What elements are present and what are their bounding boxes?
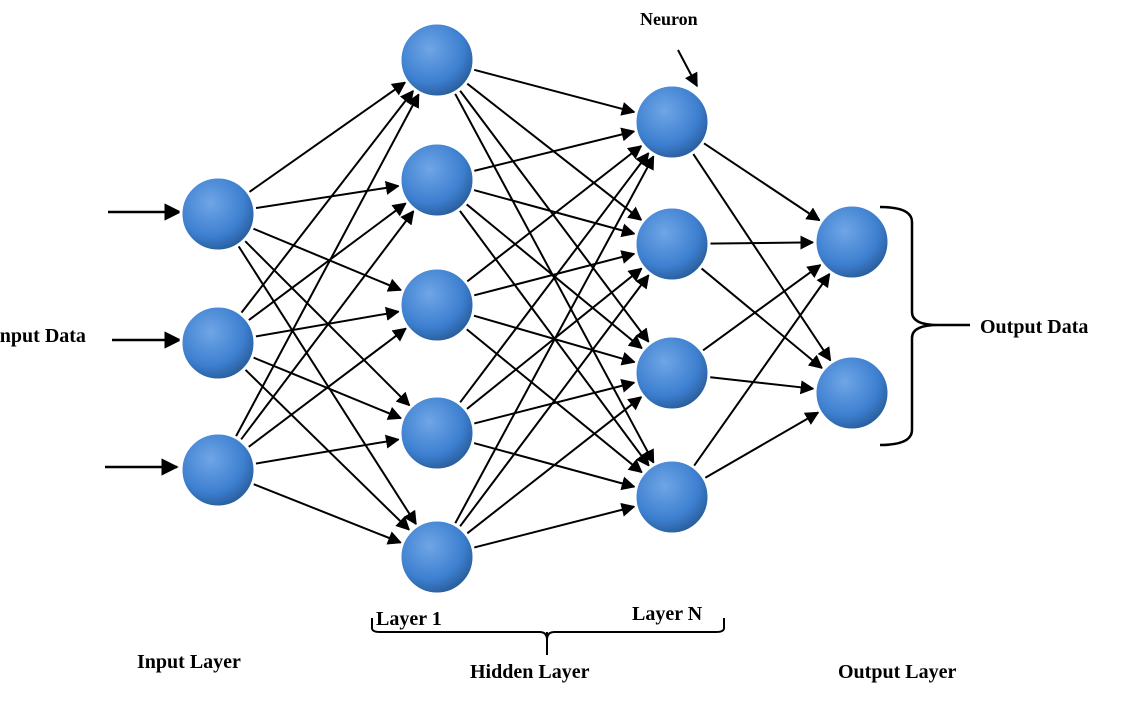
connection-line xyxy=(704,375,815,395)
connection-line xyxy=(240,236,411,407)
connection-line xyxy=(451,155,655,529)
hiddenN-neuron xyxy=(633,458,711,536)
connection-line xyxy=(250,306,400,339)
connection-line xyxy=(250,434,400,466)
neurons xyxy=(179,21,891,596)
connection-line xyxy=(468,67,636,116)
hiddenN-neuron xyxy=(633,83,711,161)
connection-line xyxy=(248,481,403,545)
input-neuron xyxy=(179,304,257,382)
input-layer-label: Input Layer xyxy=(137,651,241,673)
output-layer-label: Output Layer xyxy=(838,661,956,683)
connection-line xyxy=(250,180,400,210)
connection-line xyxy=(468,127,636,174)
connection-line xyxy=(468,313,636,366)
hidden1-neuron xyxy=(398,21,476,99)
hidden1-neuron xyxy=(398,518,476,596)
connection-line xyxy=(234,241,417,526)
output-neuron xyxy=(813,203,891,281)
connection-line xyxy=(243,202,407,325)
connection-line xyxy=(689,148,832,362)
hidden-layer-label: Hidden Layer xyxy=(470,661,590,683)
connection-line xyxy=(690,272,831,471)
connection-line xyxy=(237,210,415,445)
connection-line xyxy=(698,139,821,222)
connection-line xyxy=(462,267,643,414)
connection-line xyxy=(243,327,407,451)
connection-line xyxy=(248,225,403,292)
connection-line xyxy=(468,502,636,550)
connection-line xyxy=(461,325,643,474)
connection-line xyxy=(244,81,407,196)
connection-line xyxy=(237,89,414,318)
connections xyxy=(232,67,832,550)
connection-line xyxy=(696,264,824,370)
connection-line xyxy=(462,79,643,221)
neuron-pointer-arrow xyxy=(677,49,698,88)
connection-line xyxy=(468,250,636,298)
connection-line xyxy=(240,365,411,531)
connection-line xyxy=(468,187,636,238)
input-neuron xyxy=(179,175,257,253)
input-arrows xyxy=(105,203,182,476)
connection-line xyxy=(462,145,643,286)
hidden1-neuron xyxy=(398,266,476,344)
connection-line xyxy=(248,354,403,420)
connection-line xyxy=(468,440,636,491)
connection-line xyxy=(698,264,822,355)
input-neuron xyxy=(179,431,257,509)
connection-line xyxy=(704,235,815,250)
input-data-label: Input Data xyxy=(0,325,86,347)
output-neuron xyxy=(813,354,891,432)
neuron-label: Neuron xyxy=(640,9,698,29)
connection-line xyxy=(456,151,650,408)
connection-line xyxy=(232,93,420,442)
hidden1-neuron xyxy=(398,141,476,219)
layer-1-label: Layer 1 xyxy=(376,608,442,630)
connection-line xyxy=(456,274,650,532)
connection-line xyxy=(462,396,643,538)
connection-line xyxy=(700,411,820,482)
hiddenN-neuron xyxy=(633,205,711,283)
hiddenN-neuron xyxy=(633,334,711,412)
layer-n-label: Layer N xyxy=(632,603,703,625)
hidden1-neuron xyxy=(398,394,476,472)
connection-line xyxy=(455,205,650,467)
output-data-label: Output Data xyxy=(980,316,1088,338)
